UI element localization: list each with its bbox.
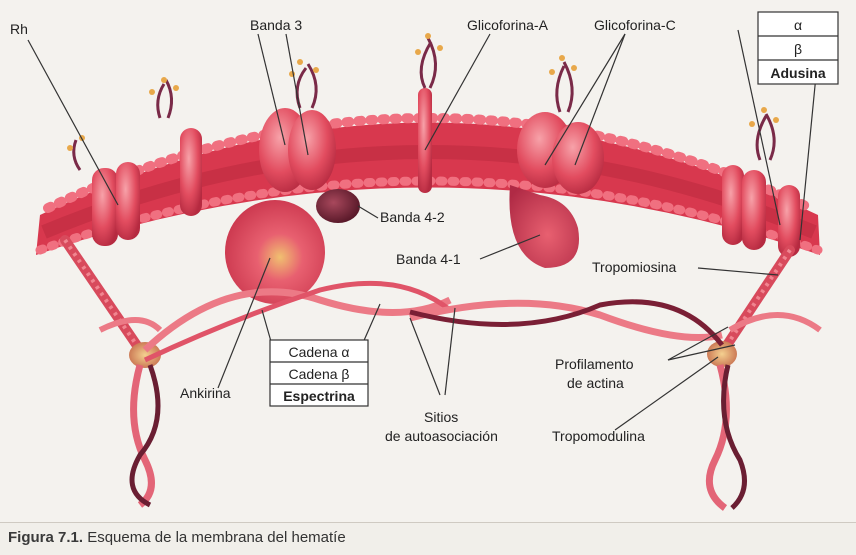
label-ankyrin: Ankirina <box>180 385 231 401</box>
label-tropomyosin: Tropomiosina <box>592 259 677 275</box>
label-glycophorin-a: Glicoforina-A <box>467 17 549 33</box>
spectrin-beta-chain: Cadena β <box>289 366 350 382</box>
label-self-association-sites-2: de autoasociación <box>385 428 498 444</box>
adducin-box: α β Adusina <box>758 12 838 84</box>
label-rh: Rh <box>10 21 28 37</box>
spectrin-box: Cadena α Cadena β Espectrina <box>270 340 368 406</box>
caption-bar: Figura 7.1. Esquema de la membrana del h… <box>0 522 856 555</box>
label-band42: Banda 4-2 <box>380 209 445 225</box>
adducin-beta: β <box>794 41 802 57</box>
spectrin-title: Espectrina <box>283 388 355 404</box>
adducin-title: Adusina <box>770 65 825 81</box>
figure-caption: Figura 7.1. Esquema de la membrana del h… <box>8 529 346 546</box>
label-actin-profilament-1: Profilamento <box>555 356 634 372</box>
band3-protein <box>259 108 336 192</box>
label-glycophorin-c: Glicoforina-C <box>594 17 676 33</box>
label-tropomodulin: Tropomodulina <box>552 428 645 444</box>
caption-figure-number: Figura 7.1. <box>8 529 83 546</box>
left-actin-filament <box>65 240 161 505</box>
spectrin-alpha-chain: Cadena α <box>288 344 349 360</box>
caption-text: Esquema de la membrana del hematíe <box>87 529 345 546</box>
label-band41: Banda 4-1 <box>396 251 461 267</box>
right-actin-filament <box>707 250 790 508</box>
right-transmembrane <box>722 165 800 257</box>
band42-protein <box>316 189 360 223</box>
adducin-alpha: α <box>794 17 802 33</box>
label-actin-profilament-2: de actina <box>567 375 624 391</box>
label-self-association-sites-1: Sitios <box>424 409 458 425</box>
membrane-diagram: Rh Banda 3 Glicoforina-A Glicoforina-C B… <box>0 0 856 520</box>
band41-protein <box>509 185 579 268</box>
label-band3: Banda 3 <box>250 17 302 33</box>
